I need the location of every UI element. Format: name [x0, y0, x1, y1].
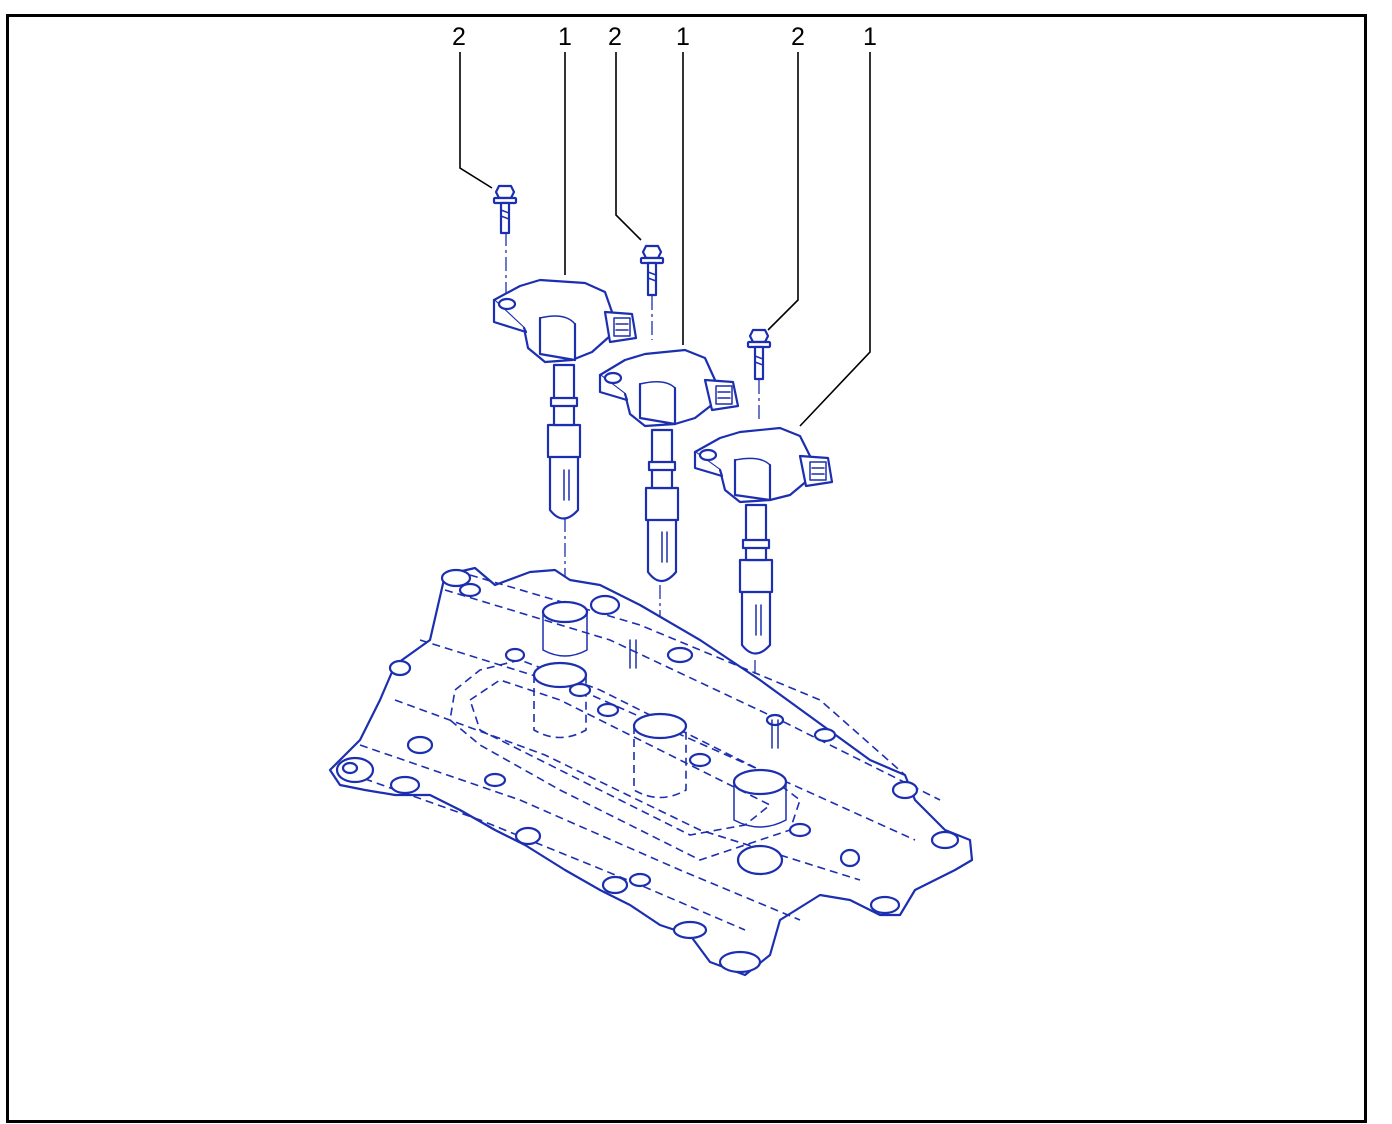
leader-bolt-1 [459, 52, 493, 189]
plug-well-3 [732, 768, 788, 828]
leader-bolt-2 [615, 52, 642, 241]
callout-label-coil-2: 1 [676, 23, 690, 51]
plug-well-1 [532, 600, 589, 739]
callouts: 2 1 2 1 2 1 [452, 23, 877, 427]
ignition-coil-3 [693, 426, 834, 655]
bolt-3 [746, 328, 772, 381]
callout-label-bolt-1: 2 [452, 23, 466, 51]
callout-label-bolt-2: 2 [608, 23, 622, 51]
callout-label-coil-3: 1 [863, 23, 877, 51]
callout-label-bolt-3: 2 [791, 23, 805, 51]
cylinder-head-cover [328, 566, 974, 977]
mounting-bosses [335, 568, 960, 974]
ignition-coil-2 [598, 348, 740, 583]
bolt-1 [492, 184, 518, 235]
callout-label-coil-1: 1 [558, 23, 572, 51]
plug-well-2 [632, 712, 688, 799]
bolt-2 [639, 244, 665, 297]
leader-bolt-3 [767, 52, 799, 331]
ignition-coil-1 [492, 278, 638, 520]
leader-coil-3 [799, 52, 871, 427]
